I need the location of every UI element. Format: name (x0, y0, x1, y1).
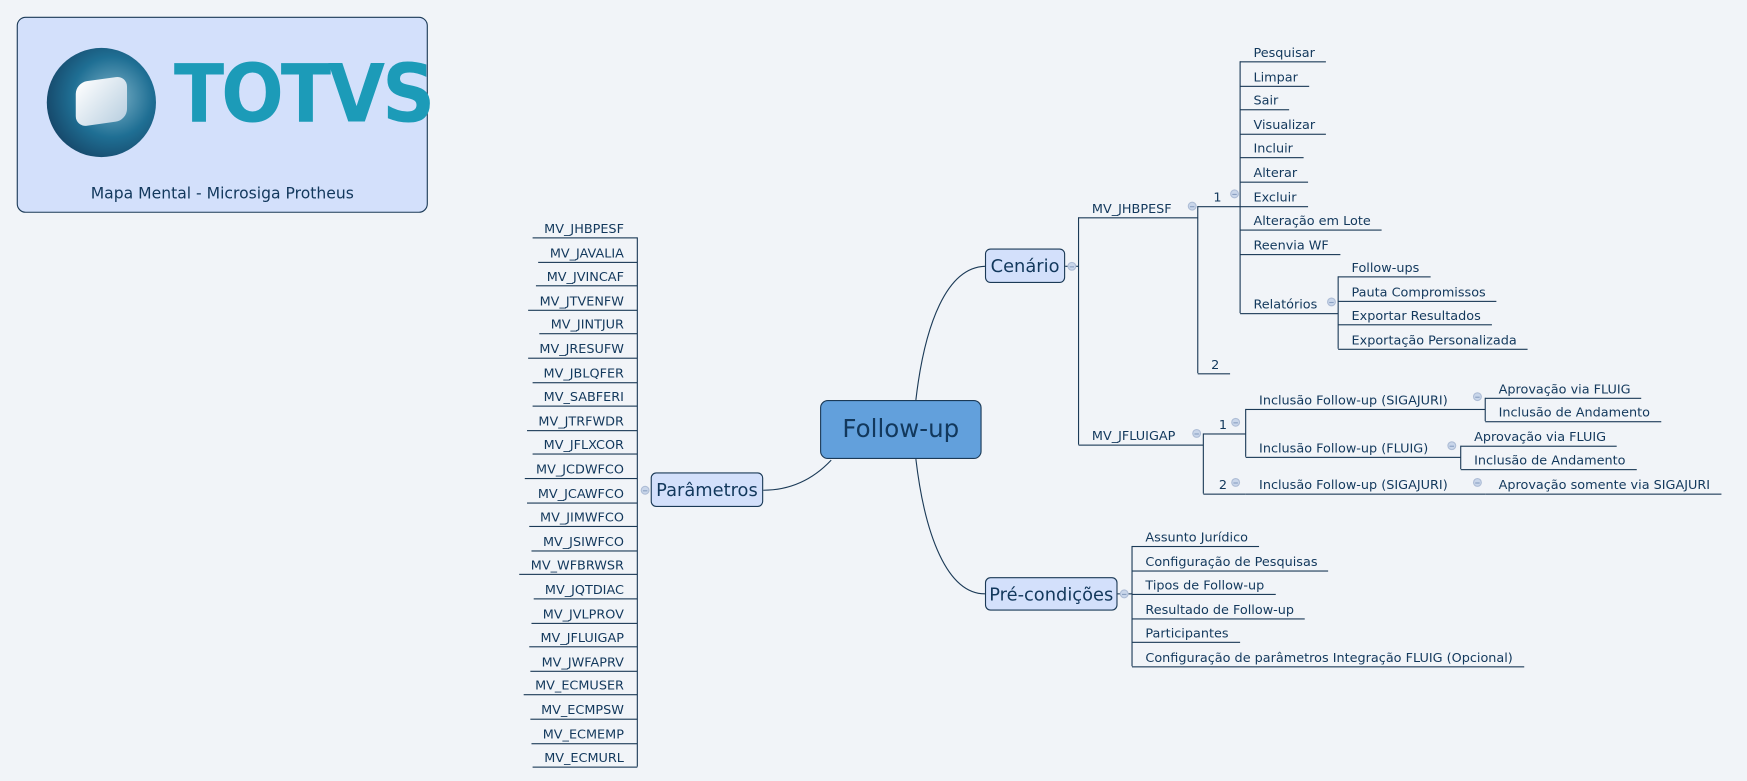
collapse-icon[interactable] (1231, 477, 1241, 487)
action-item[interactable]: Reenvia WF (1240, 237, 1340, 256)
sub-item[interactable]: Inclusão de Andamento (1485, 404, 1662, 423)
param-item[interactable]: MV_JTVENFW (528, 293, 638, 311)
collapse-icon[interactable] (1187, 201, 1197, 211)
param-item[interactable]: MV_JTRFWDR (527, 413, 638, 431)
param-item[interactable]: MV_JCDWFCO (524, 461, 638, 480)
collapse-icon[interactable] (1472, 392, 1482, 402)
param-item[interactable]: MV_ECMUSER (523, 678, 638, 696)
param-item[interactable]: MV_JINTJUR (539, 317, 638, 335)
node-option-2[interactable]: 2 (1197, 357, 1231, 375)
param-item[interactable]: MV_JSIWFCO (531, 533, 638, 552)
report-item[interactable]: Exportação Personalizada (1338, 332, 1528, 350)
collapse-icon[interactable] (1119, 589, 1129, 599)
param-item[interactable]: MV_WFBRWSR (519, 558, 638, 576)
action-item[interactable]: Visualizar (1240, 117, 1327, 135)
collapse-icon[interactable] (1327, 297, 1336, 307)
param-item[interactable]: MV_JQTDIAC (533, 582, 638, 600)
central-topic[interactable]: Follow-up (820, 399, 982, 460)
collapse-icon[interactable] (1067, 261, 1077, 271)
sub-item[interactable]: Aprovação via FLUIG (1460, 429, 1618, 447)
param-item[interactable]: MV_JWFAPRV (530, 654, 638, 672)
precondition-item[interactable]: Assunto Jurídico (1132, 529, 1260, 548)
node-option-1[interactable]: 1 (1203, 417, 1246, 435)
report-item[interactable]: Follow-ups (1338, 260, 1431, 278)
node-option-2[interactable]: 2 (1203, 477, 1246, 495)
param-item[interactable]: MV_JBLQFER (532, 365, 638, 383)
param-item[interactable]: MV_JRESUFW (528, 341, 638, 359)
node-inclusao-fluig[interactable]: Inclusão Follow-up (FLUIG) (1245, 440, 1461, 458)
logo-caption: Mapa Mental - Microsiga Protheus (90, 184, 354, 203)
report-item[interactable]: Pauta Compromissos (1338, 284, 1497, 302)
precondition-item[interactable]: Tipos de Follow-up (1132, 577, 1276, 595)
action-item[interactable]: Sair (1240, 92, 1290, 111)
node-inclusao-sigajuri[interactable]: Inclusão Follow-up (SIGAJURI) (1245, 392, 1486, 411)
action-item[interactable]: Excluir (1240, 189, 1308, 208)
collapse-icon[interactable] (1192, 428, 1202, 438)
report-item[interactable]: Exportar Resultados (1338, 308, 1492, 326)
precondition-item[interactable]: Resultado de Follow-up (1132, 602, 1306, 620)
param-item[interactable]: MV_JHBPESF (533, 221, 638, 239)
param-item[interactable]: MV_JVLPROV (531, 606, 638, 624)
collapse-icon[interactable] (1231, 417, 1241, 427)
sub-item[interactable]: Aprovação somente via SIGAJURI (1485, 477, 1722, 495)
sub-item[interactable]: Aprovação via FLUIG (1485, 381, 1642, 399)
action-item[interactable]: Alteração em Lote (1240, 213, 1382, 231)
action-item[interactable]: Incluir (1240, 140, 1305, 159)
collapse-icon[interactable] (1447, 441, 1457, 451)
param-item[interactable]: MV_JCAWFCO (526, 485, 638, 504)
action-item[interactable]: Pesquisar (1240, 45, 1327, 63)
totvs-brand: TOTVS (173, 46, 435, 141)
sub-item[interactable]: Inclusão de Andamento (1460, 452, 1637, 471)
node-relatorios[interactable]: Relatórios (1240, 296, 1339, 315)
topic-parametros[interactable]: Parâmetros (650, 472, 764, 507)
collapse-icon[interactable] (640, 485, 650, 495)
node-mv-jhbpesf[interactable]: MV_JHBPESF (1078, 201, 1198, 219)
node-mv-jfluigap[interactable]: MV_JFLUIGAP (1078, 428, 1204, 446)
precondition-item[interactable]: Configuração de Pesquisas (1132, 554, 1329, 572)
param-item[interactable]: MV_JVINCAF (535, 269, 638, 287)
param-item[interactable]: MV_ECMEMP (531, 726, 638, 744)
collapse-icon[interactable] (1230, 189, 1239, 199)
precondition-item[interactable]: Participantes (1132, 625, 1240, 643)
topic-cenario[interactable]: Cenário (984, 248, 1066, 284)
logo-card: TOTVS Mapa Mental - Microsiga Protheus (16, 16, 435, 213)
param-item[interactable]: MV_JFLUIGAP (529, 630, 638, 648)
collapse-icon[interactable] (1472, 477, 1482, 487)
node-inclusao-sigajuri[interactable]: Inclusão Follow-up (SIGAJURI) (1245, 477, 1486, 495)
param-item[interactable]: MV_ECMPSW (529, 702, 638, 720)
param-item[interactable]: MV_JFLXCOR (532, 437, 638, 456)
topic-precondicoes[interactable]: Pré-condições (984, 577, 1118, 611)
totvs-logo-icon (46, 47, 156, 158)
param-item[interactable]: MV_ECMURL (533, 750, 638, 768)
action-item[interactable]: Limpar (1240, 69, 1310, 87)
node-option-1[interactable]: 1 (1197, 189, 1241, 208)
param-item[interactable]: MV_SABFERI (532, 389, 638, 407)
param-item[interactable]: MV_JIMWFCO (528, 509, 638, 528)
precondition-item[interactable]: Configuração de parâmetros Integração FL… (1132, 650, 1524, 668)
action-item[interactable]: Alterar (1240, 165, 1309, 183)
param-item[interactable]: MV_JAVALIA (538, 245, 638, 263)
